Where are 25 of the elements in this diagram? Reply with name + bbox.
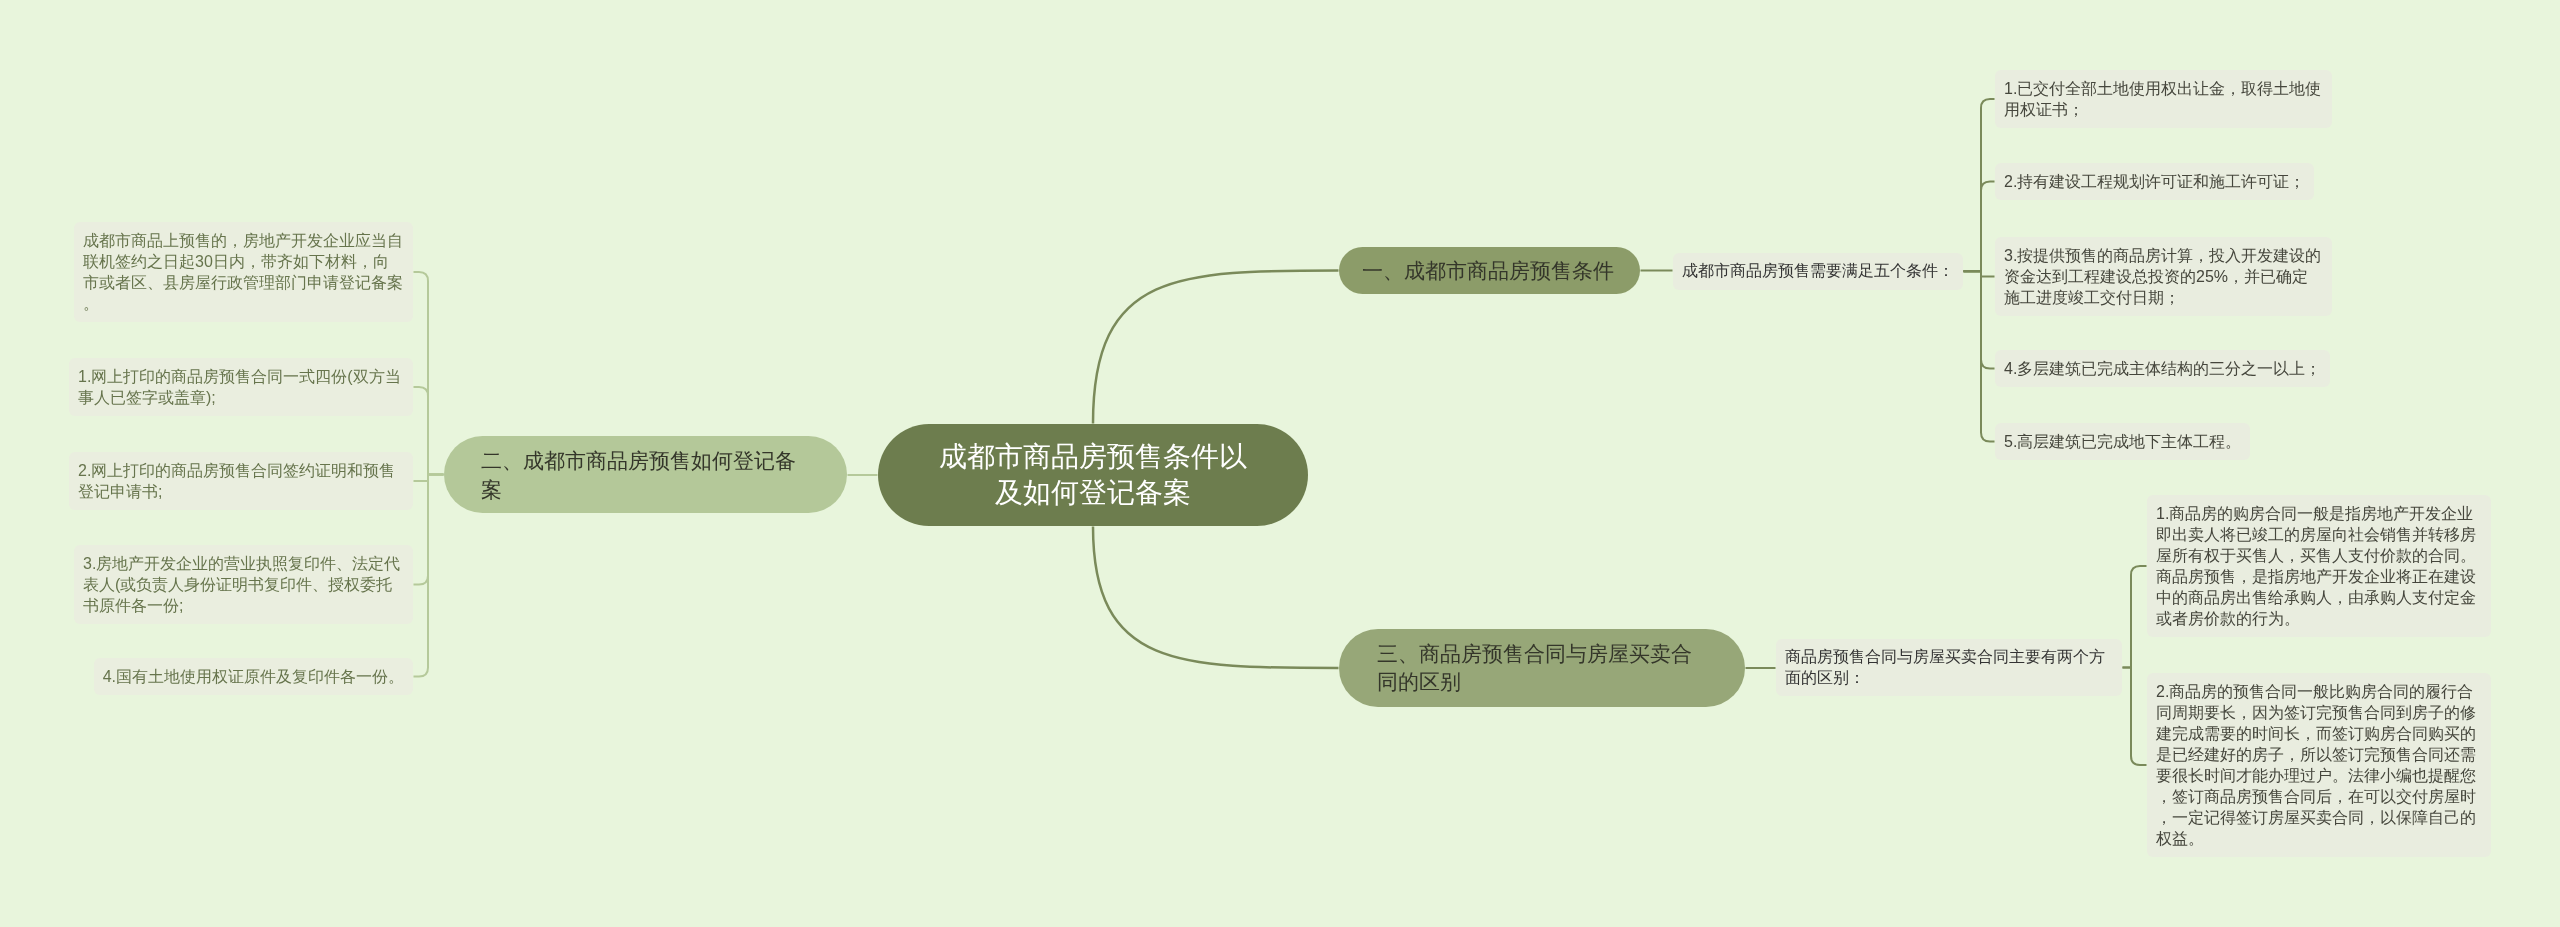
branch-line — [1744, 667, 1777, 669]
branch-topic-pill: 一、成都市商品房预售条件 — [1339, 247, 1640, 294]
branch-line — [846, 474, 879, 476]
leaf-box: 2.持有建设工程规划许可证和施工许可证； — [1995, 163, 2315, 200]
leaf-box: 4.多层建筑已完成主体结构的三分之一以上； — [1995, 350, 2331, 387]
leaf-box: 1.网上打印的商品房预售合同一式四份(双方当事人已签字或盖章); — [69, 358, 413, 416]
leaf-box: 1.商品房的购房合同一般是指房地产开发企业即出卖人将已竣工的房屋向社会销售并转移房屋所有权于买售人，买售人支付价款的合同。商品房预售，是指房地产开发企业将正在建设中的商品房出售给承购人，由承购人支付定金或者房价款的行为。 — [2147, 495, 2491, 637]
leaf-box: 3.按提供预售的商品房计算，投入开发建设的资金达到工程建设总投资的25%，并已确定施工进度竣工交付日期； — [1995, 237, 2332, 316]
branch-line — [1091, 269, 1339, 424]
leaf-box: 成都市商品上预售的，房地产开发企业应当自联机签约之日起30日内，带齐如下材料，向市或者区、县房屋行政管理部门申请登记备案。 — [74, 222, 413, 322]
branch-line — [1962, 270, 1996, 443]
leaf-box: 4.国有土地使用权证原件及复印件各一份。 — [93, 658, 413, 695]
branch-topic-pill: 二、成都市商品房预售如何登记备案 — [444, 436, 847, 513]
leaf-box: 2.商品房的预售合同一般比购房合同的履行合同周期要长，因为签订完预售合同到房子的修建完成需要的时间长，而签订购房合同购买的是已经建好的房子，所以签订完预售合同还需要很长时间才能办理过户。法律小编也提醒您，签订商品房预售合同后，在可以交付房屋时，一定记得签订房屋买卖合同，以保障自己的权益。 — [2147, 673, 2491, 857]
branch-line — [1639, 269, 1674, 272]
leaf-box: 5.高层建筑已完成地下主体工程。 — [1995, 423, 2251, 460]
branch-line — [1091, 526, 1339, 670]
leaf-box: 1.已交付全部土地使用权出让金，取得土地使用权证书； — [1995, 70, 2332, 128]
leaf-box: 3.房地产开发企业的营业执照复印件、法定代表人(或负责人身份证明书复印件、授权委托书原件各一份; — [74, 545, 413, 624]
root-topic-pill: 成都市商品房预售条件以及如何登记备案 — [878, 424, 1308, 526]
subtopic-box: 成都市商品房预售需要满足五个条件： — [1673, 253, 1963, 290]
subtopic-box: 商品房预售合同与房屋买卖合同主要有两个方面的区别： — [1776, 639, 2122, 696]
leaf-box: 2.网上打印的商品房预售合同签约证明和预售登记申请书; — [69, 452, 413, 510]
branch-line — [412, 473, 445, 678]
branch-topic-pill: 三、商品房预售合同与房屋买卖合同的区别 — [1339, 629, 1745, 707]
